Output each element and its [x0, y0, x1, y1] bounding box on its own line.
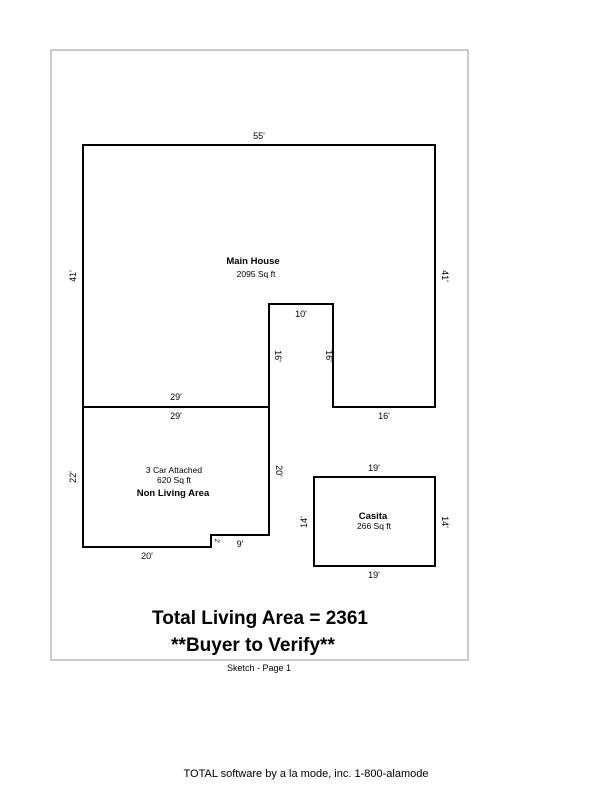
- dim-casita-top: 19': [368, 463, 380, 473]
- dim-notch-right: 16': [324, 350, 334, 362]
- dim-garage-bottom: 20': [141, 551, 153, 561]
- dim-main-left: 41': [68, 270, 78, 282]
- dim-garage-right: 20': [274, 465, 284, 477]
- dim-garage-left: 22': [68, 471, 78, 483]
- garage-area: 620 Sq ft: [157, 475, 192, 485]
- garage-name: 3 Car Attached: [146, 465, 203, 475]
- dim-notch-left: 16': [273, 350, 283, 362]
- dim-garage-top: 29': [170, 411, 182, 421]
- dim-garage-step-right: 9': [237, 539, 244, 549]
- main-house-name: Main House: [226, 256, 279, 267]
- dim-casita-bottom: 19': [368, 570, 380, 580]
- total-living-area: Total Living Area = 2361: [152, 608, 368, 629]
- software-footer: TOTAL software by a la mode, inc. 1-800-…: [184, 768, 429, 780]
- main-house-area: 2095 Sq ft: [237, 269, 276, 279]
- dim-main-right: 41': [440, 270, 450, 282]
- dim-casita-right: 14': [440, 516, 450, 528]
- garage-outline: [82, 406, 270, 548]
- sketch-frame: [50, 49, 469, 661]
- verify-note: **Buyer to Verify**: [171, 635, 335, 656]
- dim-main-top: 55': [253, 131, 265, 141]
- garage-type: Non Living Area: [137, 488, 210, 499]
- casita-name: Casita: [359, 511, 388, 522]
- dim-main-bottom-right: 16': [378, 411, 390, 421]
- casita-outline: [313, 476, 436, 567]
- dim-main-bottom-left: 29': [170, 392, 182, 402]
- dim-casita-left: 14': [299, 516, 309, 528]
- dim-garage-step-small: 2': [213, 539, 219, 543]
- dim-notch-top: 10': [295, 309, 307, 319]
- casita-area: 266 Sq ft: [357, 521, 392, 531]
- page-label: Sketch - Page 1: [227, 663, 291, 673]
